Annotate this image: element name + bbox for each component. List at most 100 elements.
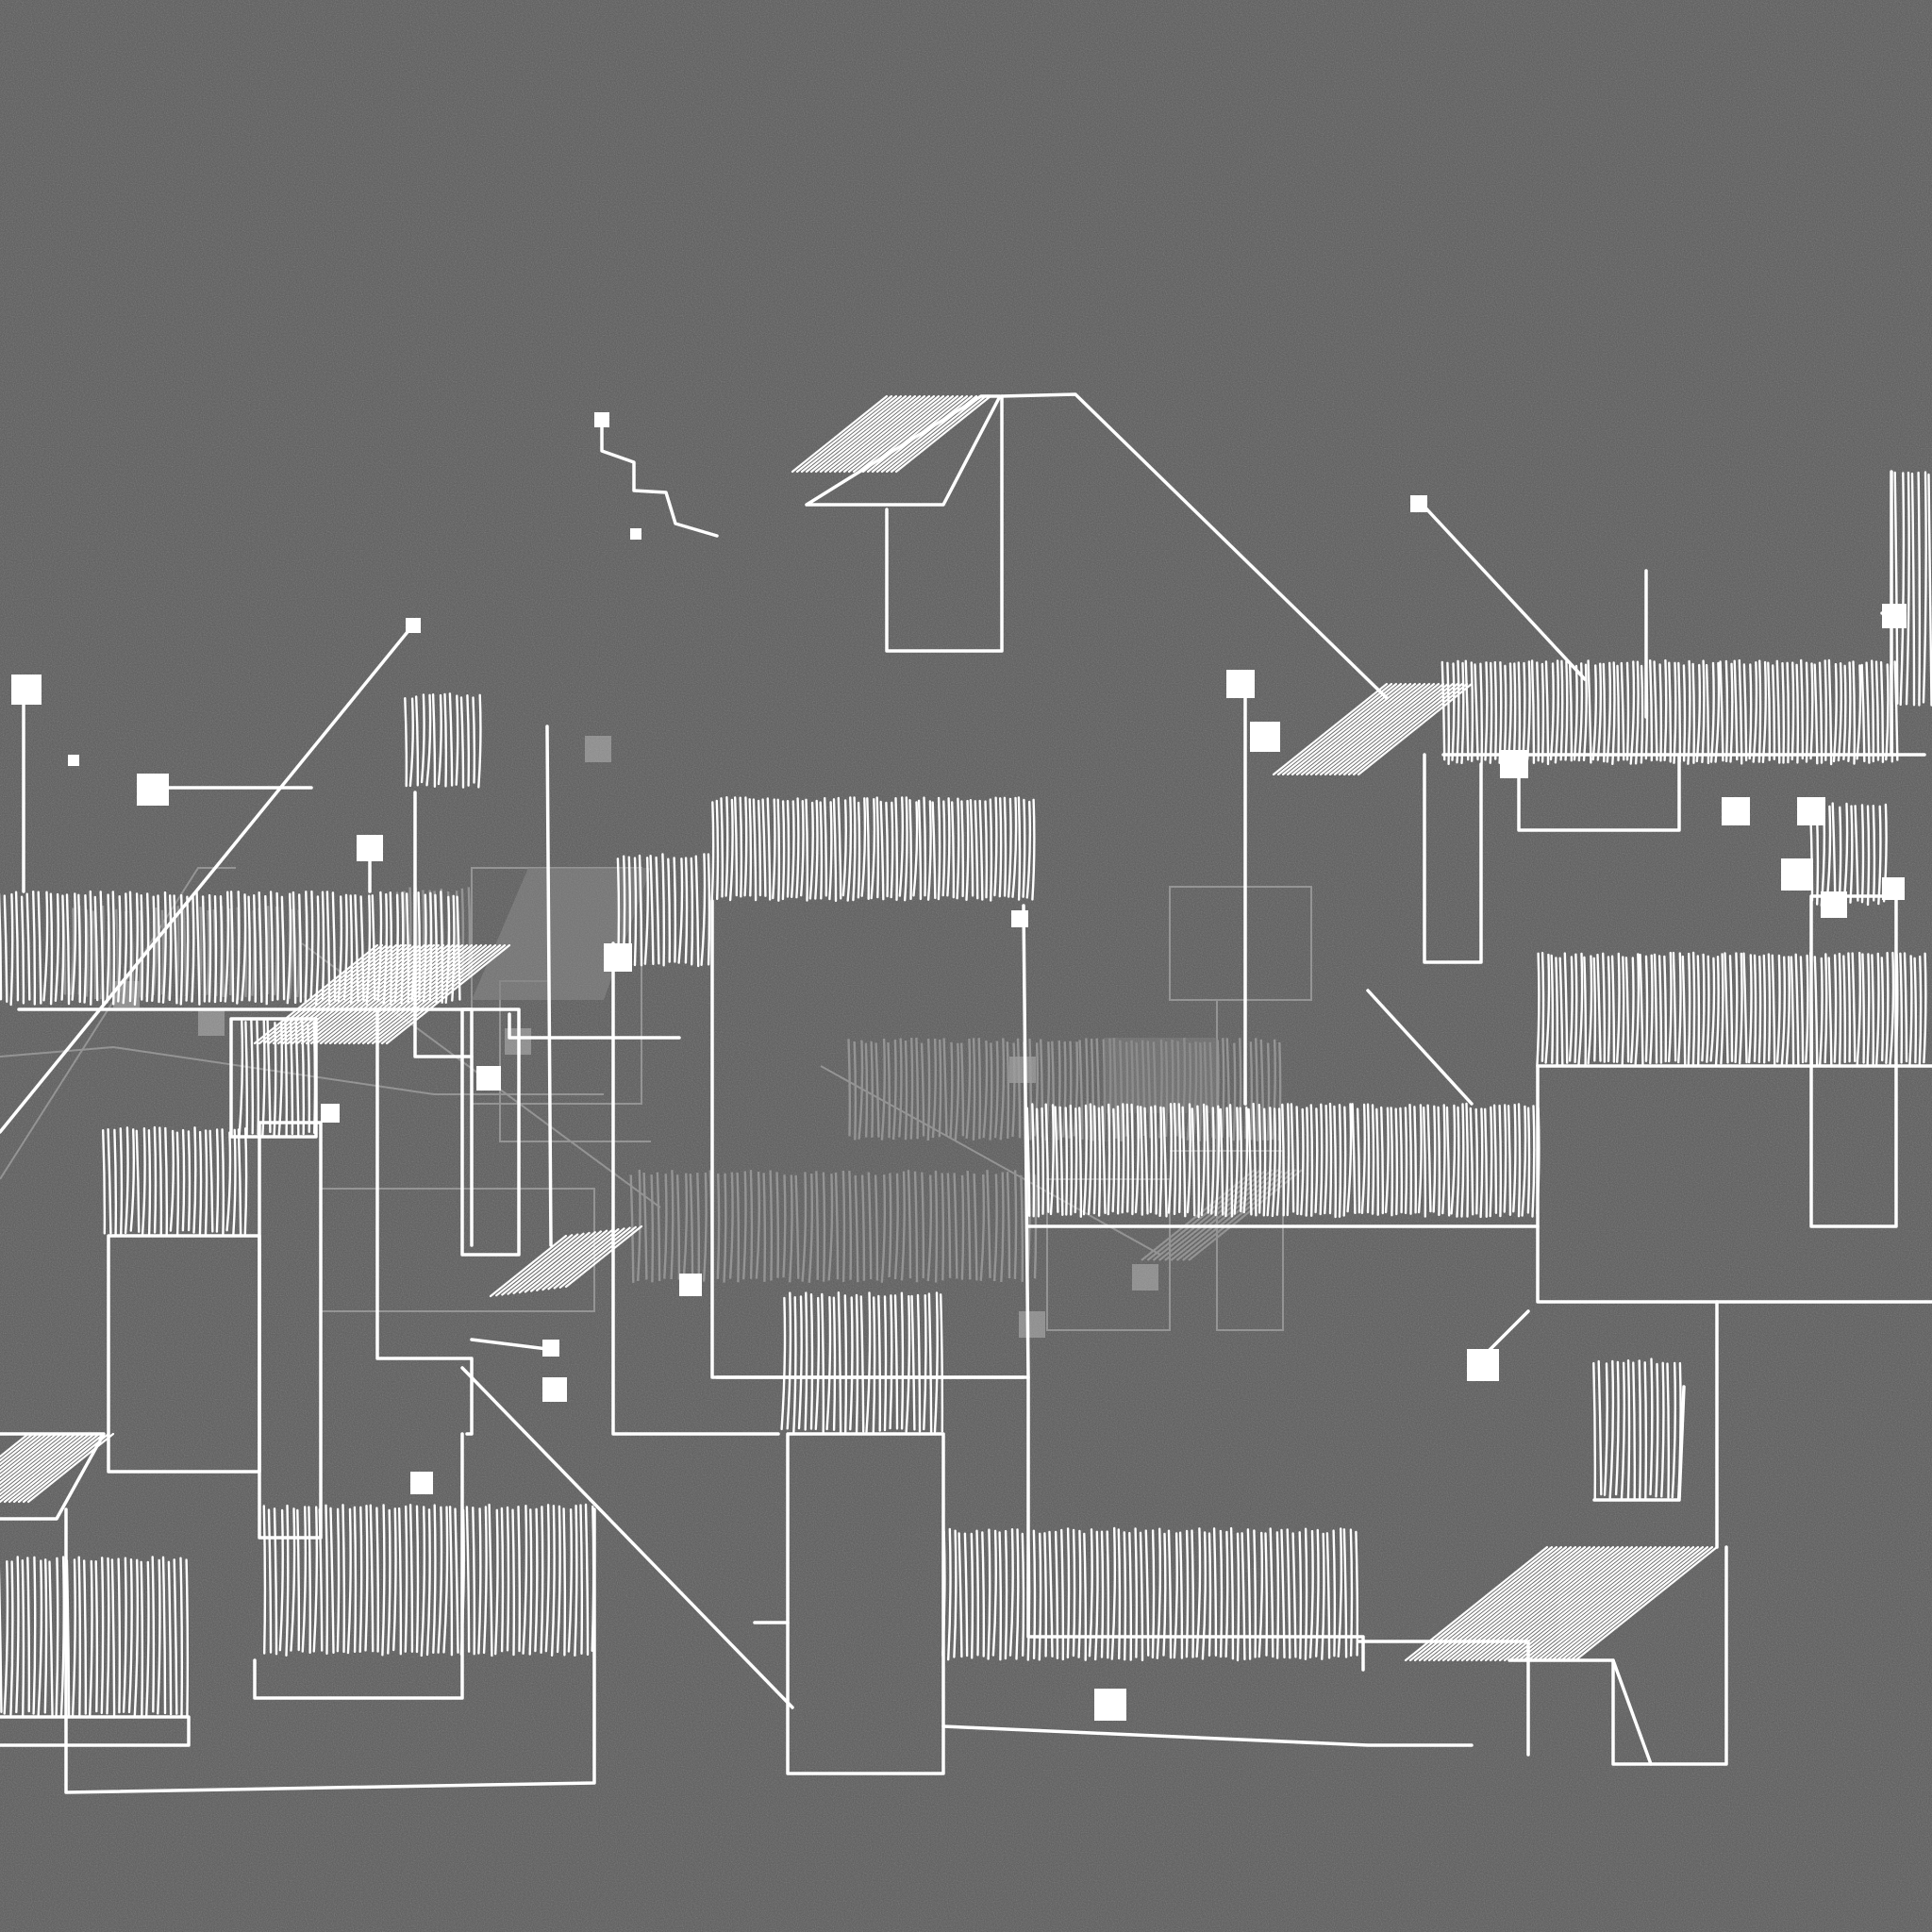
hatch-strokes: [404, 692, 482, 789]
square-marker: [1410, 495, 1427, 512]
hatch-strokes: [941, 1526, 1359, 1662]
house-wall: [885, 394, 1004, 653]
frame-line: [941, 1724, 1474, 1747]
frame-line: [611, 941, 780, 1436]
frame-line: [1026, 1375, 1365, 1672]
square-marker: [1722, 797, 1750, 825]
faded-square: [1009, 1057, 1036, 1083]
frame-line: [253, 1432, 464, 1700]
faded-line: [499, 980, 651, 1142]
hatch-column: [616, 853, 711, 968]
hatch-strokes: [0, 1556, 190, 1719]
vertical-line: [545, 724, 553, 1247]
square-marker: [1500, 750, 1528, 778]
faded-hatch-block: [847, 1038, 1282, 1142]
hatch-column-far-right: [1893, 471, 1932, 707]
hatch-strokes: [262, 1503, 595, 1657]
diagonal-line: [1366, 989, 1474, 1106]
long-roof-line: [1000, 392, 1389, 700]
column-outline: [258, 1121, 323, 1540]
hatch-strokes: [0, 890, 461, 1007]
diagonal-hatch-strokes: [0, 1432, 115, 1504]
hatch-block: [102, 1125, 248, 1237]
square-marker: [321, 1104, 340, 1123]
hatch-beam-middle: [1025, 1102, 1541, 1219]
hatch-beam-center-top: [710, 796, 1036, 903]
diagonal-hatch-left: [253, 943, 511, 1045]
square-marker: [410, 1472, 433, 1494]
square-marker: [1797, 797, 1825, 825]
faded-box: [471, 867, 642, 1105]
column-outline: [1809, 894, 1898, 1228]
hatch-strokes: [710, 796, 1036, 903]
hatch-strokes: [1893, 471, 1932, 707]
square-marker: [1467, 1349, 1499, 1381]
square-marker: [476, 1066, 501, 1091]
post-outline: [413, 791, 474, 1058]
zigzag-line: [600, 418, 719, 538]
frame-line: [1507, 1545, 1728, 1766]
square-marker: [594, 412, 609, 427]
diagonal-hatch-strokes: [253, 943, 511, 1045]
square-marker: [1011, 910, 1028, 927]
hatch-beam-center-bottom: [941, 1526, 1359, 1662]
frame-line: [508, 1012, 681, 1040]
hatch-column-right: [1808, 801, 1888, 908]
frame-line: [375, 1008, 474, 1436]
frame-line: [1592, 1385, 1686, 1502]
faded-square: [1132, 1264, 1158, 1291]
hatch-beam-bottom: [262, 1503, 595, 1657]
diagonal-hatch: [1272, 682, 1474, 776]
square-marker: [542, 1340, 559, 1357]
square-marker: [137, 774, 169, 806]
square-marker: [1250, 722, 1280, 752]
faded-square: [585, 736, 611, 762]
main-layer: [0, 392, 1932, 1794]
square-marker: [1821, 891, 1847, 918]
square-marker: [1882, 877, 1905, 900]
frame-line: [64, 1507, 596, 1794]
square-marker: [11, 675, 42, 705]
frame-line: [1536, 1064, 1932, 1304]
hatch-beam-bottom-left: [0, 1556, 190, 1719]
frame-line: [1517, 753, 1681, 832]
post-outline: [460, 1008, 521, 1257]
diagonal-hatch-strokes: [1272, 682, 1474, 776]
hatch-strokes: [847, 1038, 1282, 1142]
diagonal-hatch-strokes: [1404, 1545, 1719, 1662]
frame-line: [1423, 753, 1483, 964]
hatch-post-top: [404, 692, 482, 789]
square-marker: [679, 1274, 702, 1296]
hatch-block-center: [780, 1291, 944, 1435]
faded-box: [1169, 886, 1312, 1001]
square-marker: [604, 943, 632, 972]
square-marker: [1226, 670, 1255, 698]
diagonal-line: [1421, 503, 1587, 681]
faded-line: [0, 867, 236, 1180]
square-marker: [630, 528, 641, 540]
diagonal-hatch: [489, 1224, 643, 1298]
diagonal-hatch-strokes: [489, 1224, 643, 1298]
square-marker: [406, 618, 421, 633]
faded-square: [1019, 1311, 1045, 1338]
square-marker: [1781, 858, 1813, 891]
hatch-strokes: [1808, 801, 1888, 908]
diagonal-hatch-right: [1404, 1545, 1719, 1662]
hatch-beam-right-middle: [1536, 951, 1927, 1067]
long-diagonal-line: [0, 621, 417, 1134]
hatch-block: [1592, 1357, 1682, 1502]
diagonal-line: [460, 1366, 794, 1709]
hatch-column: [238, 1018, 317, 1139]
square-marker: [542, 1377, 567, 1402]
square-marker: [1882, 604, 1907, 628]
hatch-strokes: [1025, 1102, 1541, 1219]
frame-line: [1611, 1658, 1653, 1766]
hatch-strokes: [238, 1018, 317, 1139]
hatch-strokes: [102, 1125, 248, 1237]
faded-line: [820, 1065, 1161, 1256]
hatch-strokes: [1536, 951, 1927, 1067]
diagonal-frame: [0, 1432, 106, 1521]
faded-square: [198, 1009, 225, 1036]
square-marker: [1094, 1689, 1126, 1721]
